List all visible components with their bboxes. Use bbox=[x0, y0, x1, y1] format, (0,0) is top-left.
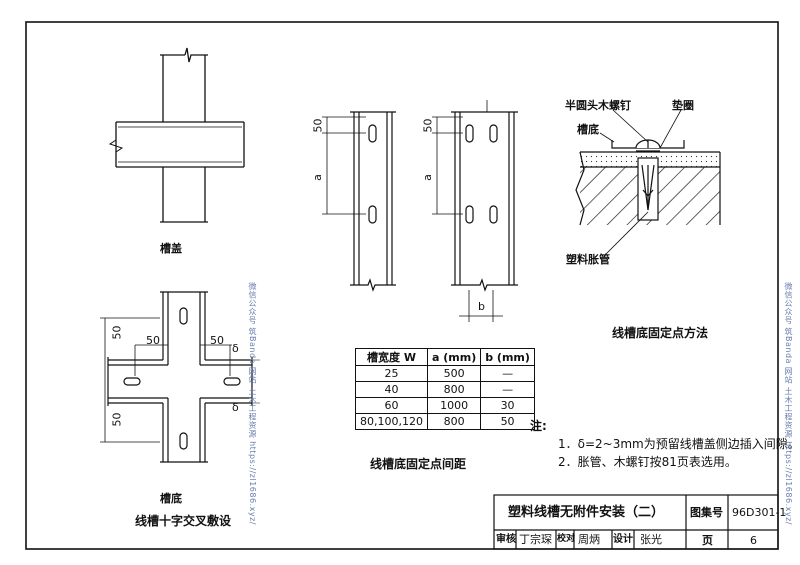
spacing-spec-table: 槽宽度 W a (mm) b (mm) 25 500 — 40 800 — 60… bbox=[355, 348, 535, 430]
dim-50-left: 50 bbox=[146, 334, 160, 347]
review-label: 审核 bbox=[496, 534, 516, 545]
designer-name: 张光 bbox=[640, 533, 662, 546]
cross-layout-title: 线槽十字交叉敷设 bbox=[135, 514, 232, 528]
spacing-drawing-narrow bbox=[322, 111, 396, 292]
watermark-left: 微信公众号 筑Banda 网站 土木工程资源 https://zl1686.xy… bbox=[248, 282, 257, 525]
fixing-method-title: 线槽底固定点方法 bbox=[612, 326, 709, 340]
table-cell: 800 bbox=[426, 413, 482, 430]
watermark-right: 微信公众号 筑Banda 网站 土木工程资源 https://zl1686.xy… bbox=[784, 282, 793, 525]
table-cell: 25 bbox=[355, 365, 428, 382]
table-header-cell: b (mm) bbox=[480, 348, 535, 366]
dim-delta-upper: δ bbox=[232, 342, 239, 355]
page-number: 6 bbox=[750, 534, 757, 547]
washer-label: 垫圈 bbox=[672, 99, 694, 112]
table-cell: 50 bbox=[480, 413, 535, 430]
table-cell: — bbox=[480, 365, 535, 382]
table-row: 80,100,120 800 50 bbox=[355, 413, 535, 430]
screw-label: 半圆头木螺钉 bbox=[565, 99, 631, 112]
dim-50-spacing-wide: 50 bbox=[421, 118, 435, 133]
page-label: 页 bbox=[702, 534, 713, 547]
title-block-grid bbox=[493, 494, 779, 550]
reviewer-name: 丁宗琛 bbox=[519, 533, 552, 546]
dim-a-spacing-wide: a bbox=[420, 174, 434, 181]
checker-name: 周炳 bbox=[578, 533, 600, 546]
table-cell: — bbox=[480, 381, 535, 398]
table-row: 25 500 — bbox=[355, 365, 535, 382]
table-header-row: 槽宽度 W a (mm) b (mm) bbox=[355, 348, 535, 366]
table-cell: 500 bbox=[426, 365, 482, 382]
design-label: 设计 bbox=[613, 534, 633, 545]
table-row: 40 800 — bbox=[355, 381, 535, 398]
dim-50-upper: 50 bbox=[110, 325, 124, 340]
table-cell: 800 bbox=[426, 381, 482, 398]
dim-50-spacing-narrow: 50 bbox=[311, 118, 325, 133]
anchor-label: 塑料胀管 bbox=[566, 253, 610, 266]
dim-50-right: 50 bbox=[210, 334, 224, 347]
atlas-no: 96D301-1 bbox=[732, 506, 787, 519]
cover-cross-drawing bbox=[108, 47, 245, 223]
fixing-method-drawing bbox=[575, 109, 721, 257]
check-label: 校对 bbox=[557, 534, 576, 544]
table-header-cell: a (mm) bbox=[426, 348, 482, 366]
note-item: 1．δ=2~3mm为预留线槽盖侧边插入间隙。 bbox=[558, 437, 800, 451]
atlas-no-label: 图集号 bbox=[690, 506, 723, 519]
dim-delta-lower: δ bbox=[232, 401, 239, 414]
table-cell: 30 bbox=[480, 397, 535, 414]
spacing-drawing-wide bbox=[432, 100, 518, 322]
table-cell: 40 bbox=[355, 381, 428, 398]
cover-label: 槽盖 bbox=[160, 242, 182, 255]
fixing-spacing-title: 线槽底固定点间距 bbox=[370, 457, 467, 471]
dim-50-lower: 50 bbox=[110, 412, 124, 427]
table-cell: 1000 bbox=[426, 397, 482, 414]
base-label: 槽底 bbox=[160, 492, 182, 505]
base-channel-label: 槽底 bbox=[577, 123, 599, 136]
drawing-title: 塑料线槽无附件安装（二） bbox=[508, 505, 665, 520]
table-cell: 60 bbox=[355, 397, 428, 414]
outer-frame bbox=[25, 21, 779, 550]
dim-b: b bbox=[478, 300, 485, 313]
table-cell: 80,100,120 bbox=[355, 413, 428, 430]
note-item: 2．胀管、木螺钉按81页表选用。 bbox=[558, 455, 737, 469]
table-row: 60 1000 30 bbox=[355, 397, 535, 414]
notes-heading: 注: bbox=[530, 419, 547, 433]
table-header-cell: 槽宽度 W bbox=[355, 348, 428, 366]
base-cross-drawing bbox=[100, 291, 260, 463]
dim-a-spacing-narrow: a bbox=[310, 174, 324, 181]
